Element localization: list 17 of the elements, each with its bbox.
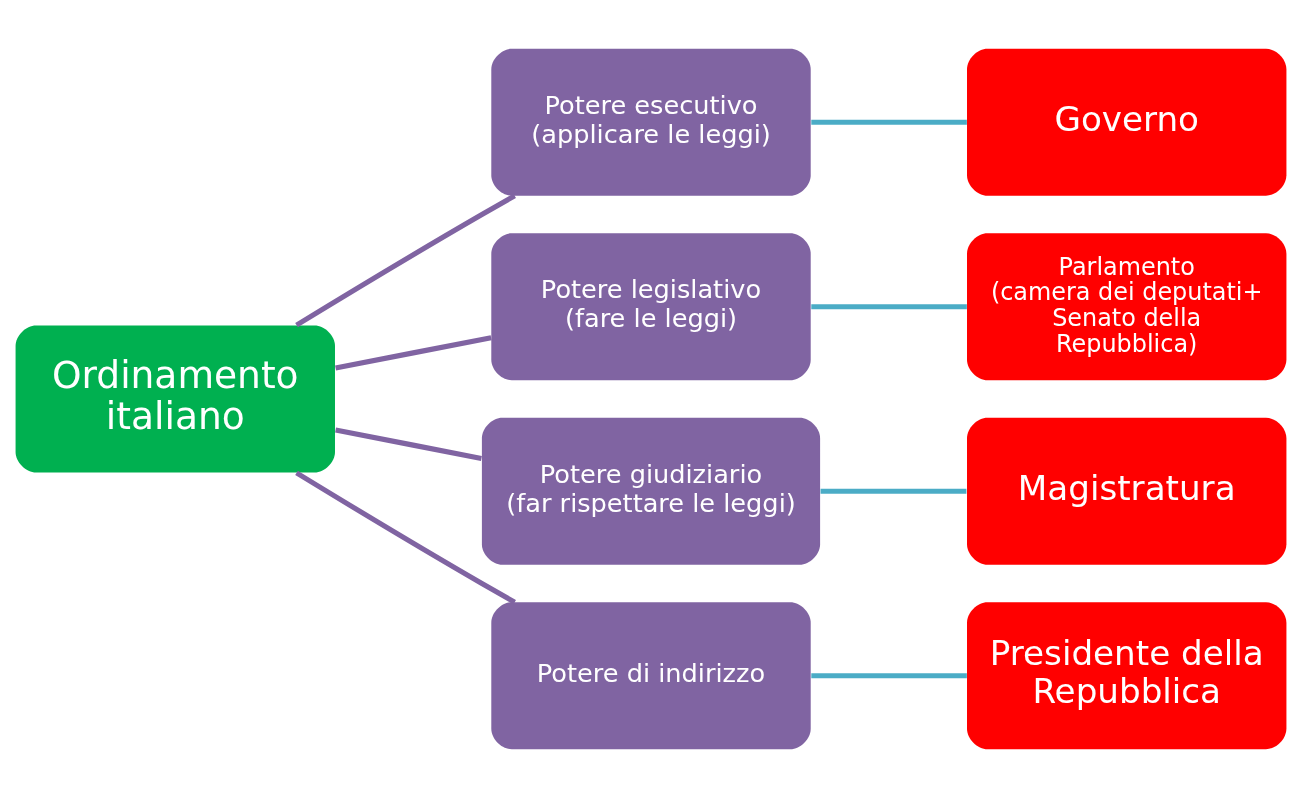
connector [811,673,967,679]
connector [335,427,482,461]
node-box: Governo [967,48,1287,196]
node-box: Magistratura [967,417,1287,565]
node-box: Potere di indirizzo [491,602,811,750]
node-box: Parlamento (camera dei deputati+ Senato della Repubblica) [967,233,1287,381]
connector [811,119,967,125]
connector [811,304,967,310]
node-box: Presidente della Repubblica [967,602,1287,750]
connector [820,488,967,494]
node-box: Potere esecutivo (applicare le leggi) [491,48,811,196]
connector [295,470,516,605]
connector [335,335,492,371]
connector [295,193,516,328]
node-box: Potere legislativo (fare le leggi) [491,233,811,381]
node-box: Potere giudiziario (far rispettare le leggi) [481,417,821,565]
node-box: Ordinamento italiano [15,325,335,473]
